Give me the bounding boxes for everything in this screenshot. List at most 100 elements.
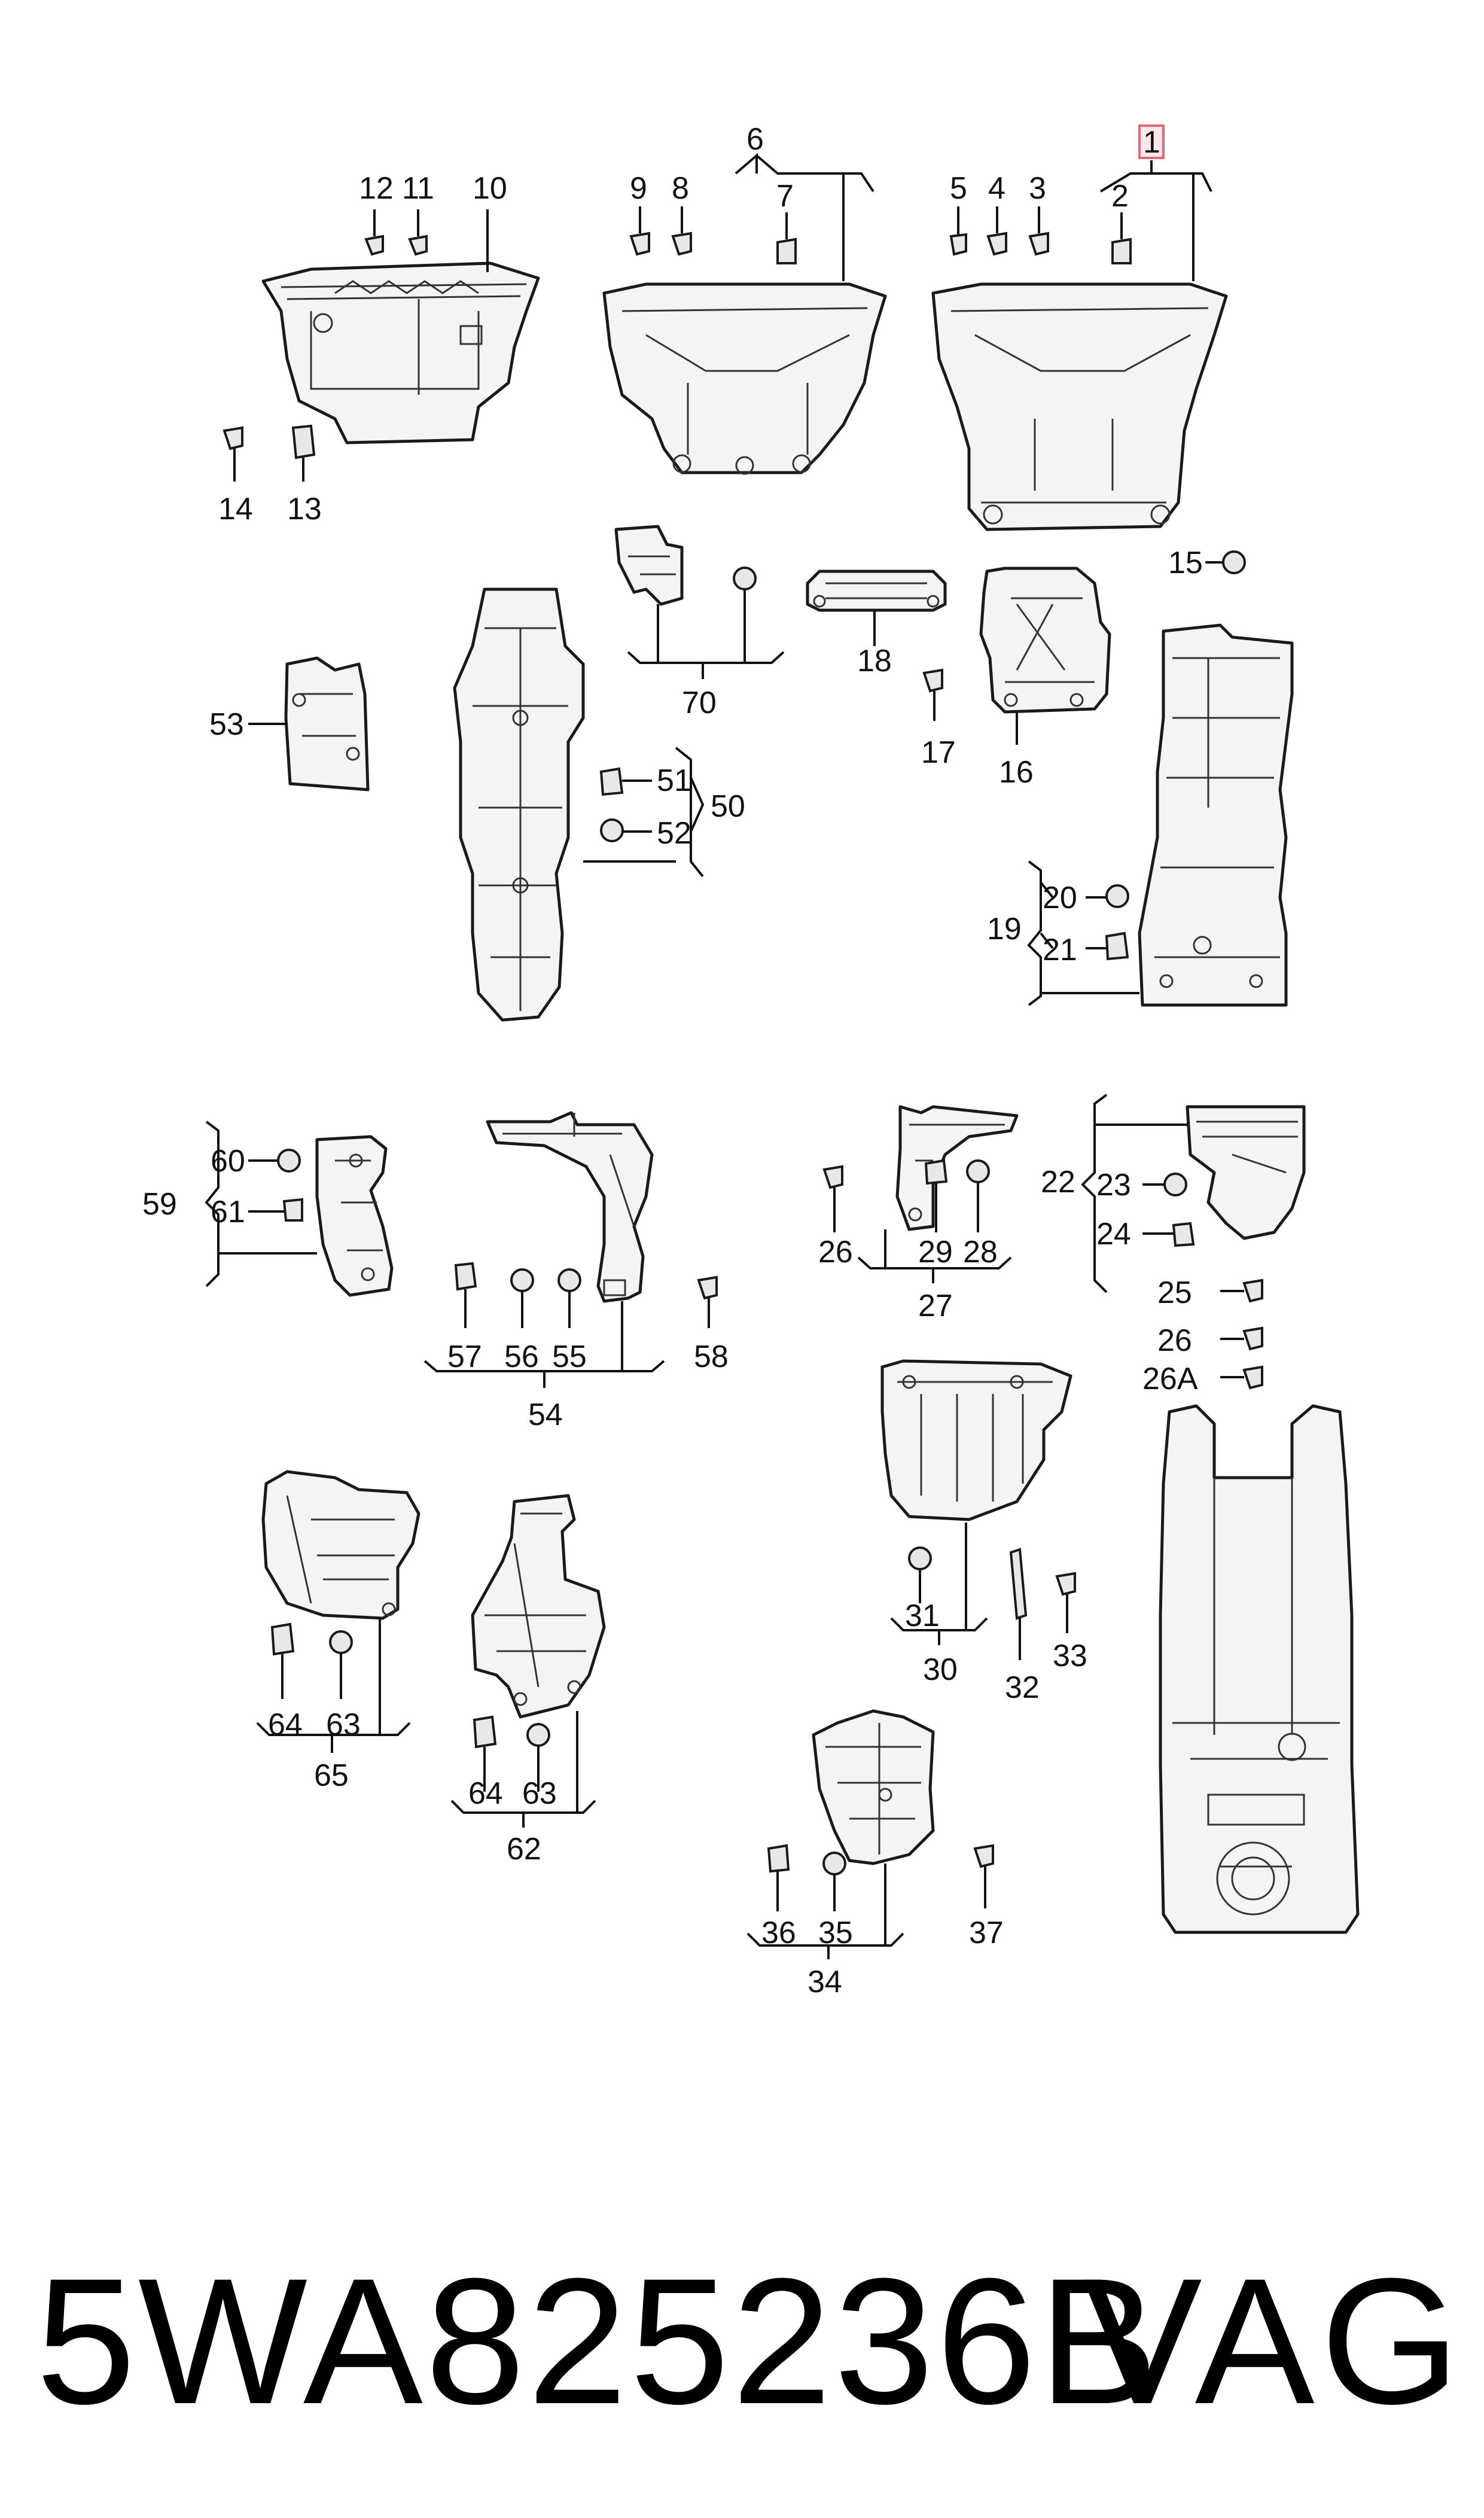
callout-36: 36 <box>761 1916 796 1950</box>
callout-63-b: 63 <box>522 1776 557 1811</box>
nut-35-icon <box>822 1852 846 1911</box>
callout-9: 9 <box>630 171 647 206</box>
fastener-25-icon <box>1220 1278 1263 1303</box>
nut-70b-icon <box>733 567 757 590</box>
nut-28-icon <box>966 1159 990 1232</box>
callout-23: 23 <box>1096 1168 1131 1202</box>
callout-5: 5 <box>950 171 967 206</box>
callout-26a: 26A <box>1142 1362 1198 1396</box>
fastener-26a-icon <box>1220 1365 1263 1390</box>
clip-21-icon <box>1086 931 1129 961</box>
callout-35: 35 <box>818 1916 853 1950</box>
callout-26: 26 <box>818 1235 853 1269</box>
callout-55: 55 <box>552 1339 587 1374</box>
callout-21: 21 <box>1043 933 1077 967</box>
part-34-heat-shield <box>812 1709 935 1865</box>
callout-52: 52 <box>657 816 691 851</box>
fastener-9-icon <box>629 206 650 256</box>
part-62-heat-shield <box>471 1494 606 1719</box>
callout-37: 37 <box>969 1916 1004 1950</box>
nut-15-icon <box>1205 550 1246 574</box>
callout-10: 10 <box>473 171 507 206</box>
footer: 5WA825236B VAG <box>0 2213 1484 2453</box>
callout-2: 2 <box>1111 179 1129 214</box>
part-50-tunnel-shield <box>453 587 585 1022</box>
callout-22: 22 <box>1041 1165 1075 1199</box>
part-53-heat-shield <box>284 656 370 791</box>
brand-label: VAG <box>1082 2240 1466 2441</box>
fastener-4-icon <box>986 206 1007 256</box>
fastener-37-icon <box>973 1844 994 1908</box>
callout-57: 57 <box>447 1339 482 1374</box>
callout-29: 29 <box>918 1235 953 1269</box>
nut-31-icon <box>908 1546 932 1603</box>
callout-6: 6 <box>746 122 764 157</box>
callout-19: 19 <box>987 912 1022 946</box>
clip-24-icon <box>1142 1222 1195 1247</box>
nut-20-icon <box>1086 884 1129 908</box>
fastener-3-icon <box>1028 206 1049 256</box>
callout-17: 17 <box>921 735 956 770</box>
part-18-bracket <box>806 570 947 612</box>
part-6-shield <box>602 282 887 475</box>
fastener-8-icon <box>671 206 692 256</box>
clip-13-icon <box>291 424 316 482</box>
fastener-58-icon <box>697 1275 718 1328</box>
fastener-17-icon <box>922 668 943 721</box>
callout-58: 58 <box>694 1339 729 1374</box>
nut-63-b-icon <box>526 1723 550 1792</box>
clip-61-icon <box>248 1198 303 1222</box>
nut-52-icon <box>600 818 652 842</box>
nut-63-a-icon <box>329 1630 353 1699</box>
fastener-26-icon <box>822 1165 843 1232</box>
clip-51-icon <box>599 767 652 796</box>
callout-53: 53 <box>209 707 244 742</box>
callout-16: 16 <box>999 755 1034 790</box>
callout-14: 14 <box>218 492 253 526</box>
nut-55-icon <box>557 1268 581 1328</box>
callout-4: 4 <box>988 171 1005 206</box>
callout-13: 13 <box>287 492 322 526</box>
part-54-heat-shield <box>486 1111 654 1303</box>
callout-30: 30 <box>923 1652 958 1687</box>
callout-64-a: 64 <box>268 1707 303 1742</box>
callout-28: 28 <box>963 1235 998 1269</box>
callout-25: 25 <box>1157 1275 1192 1310</box>
callout-3: 3 <box>1029 171 1046 206</box>
callout-7: 7 <box>776 179 794 214</box>
part-30-shield <box>880 1359 1072 1521</box>
parts-diagram: 12 11 10 14 13 6 7 9 8 1 2 5 4 3 <box>142 122 1360 1999</box>
fastener-33-icon <box>1055 1572 1076 1633</box>
part-1-shield <box>931 282 1228 531</box>
part-59-heat-shield <box>315 1135 394 1297</box>
callout-56: 56 <box>504 1339 539 1374</box>
callout-33: 33 <box>1053 1639 1087 1673</box>
callout-70: 70 <box>682 686 717 720</box>
callout-63-a: 63 <box>326 1707 361 1742</box>
part-22-bracket <box>1186 1105 1306 1240</box>
callout-20: 20 <box>1043 881 1077 915</box>
callout-64-b: 64 <box>468 1776 503 1811</box>
clip-36-icon <box>767 1844 790 1911</box>
clip-7-icon <box>776 212 797 264</box>
callout-31: 31 <box>905 1599 940 1633</box>
fastener-26b-icon <box>1220 1326 1263 1351</box>
fastener-11-icon <box>408 209 428 256</box>
clip-29-icon <box>924 1159 948 1232</box>
callout-15: 15 <box>1168 546 1203 580</box>
clip-57-icon <box>454 1262 477 1328</box>
callout-26-b: 26 <box>1157 1323 1192 1358</box>
clip-64-b-icon <box>473 1715 497 1792</box>
callout-60: 60 <box>211 1144 245 1179</box>
part-16-shield <box>979 567 1111 714</box>
clip-64-a-icon <box>270 1622 295 1699</box>
callout-11: 11 <box>402 171 434 206</box>
callout-61: 61 <box>211 1195 245 1229</box>
part-19-side-shield <box>1138 623 1294 1007</box>
clip-2-icon <box>1111 212 1132 264</box>
highlight-box <box>1138 124 1165 159</box>
callout-12: 12 <box>359 171 394 206</box>
nut-56-icon <box>510 1268 534 1328</box>
callout-27: 27 <box>918 1289 953 1323</box>
callout-24: 24 <box>1096 1217 1131 1252</box>
